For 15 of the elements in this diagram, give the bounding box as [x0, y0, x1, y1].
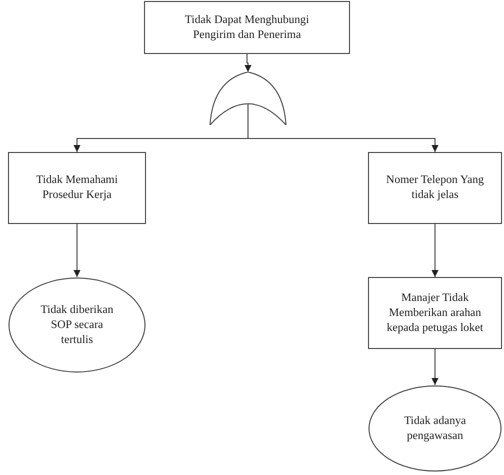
arrow	[432, 224, 438, 278]
event-label: Manajer Tidak Memberikan arahan kepada petugas loket	[386, 290, 484, 336]
event-label: Tidak adanya pengawasan	[403, 414, 467, 444]
event-box	[8, 152, 146, 224]
event-label: Tidak Memahami Prosedur Kerja	[35, 173, 119, 203]
arrow	[74, 224, 80, 278]
event-label: Tidak Dapat Menghubungi Pengirim dan Penerima	[184, 12, 310, 42]
event-box	[368, 152, 502, 224]
arrow	[432, 348, 438, 386]
event-box	[368, 277, 502, 349]
event-box	[144, 1, 350, 54]
event-label: Nomer Telepon Yang tidak jelas	[385, 173, 485, 203]
arrow	[244, 54, 252, 72]
event-label: Tidak diberikan SOP secara tertulis	[40, 302, 114, 348]
or-gate-symbol	[209, 72, 287, 125]
